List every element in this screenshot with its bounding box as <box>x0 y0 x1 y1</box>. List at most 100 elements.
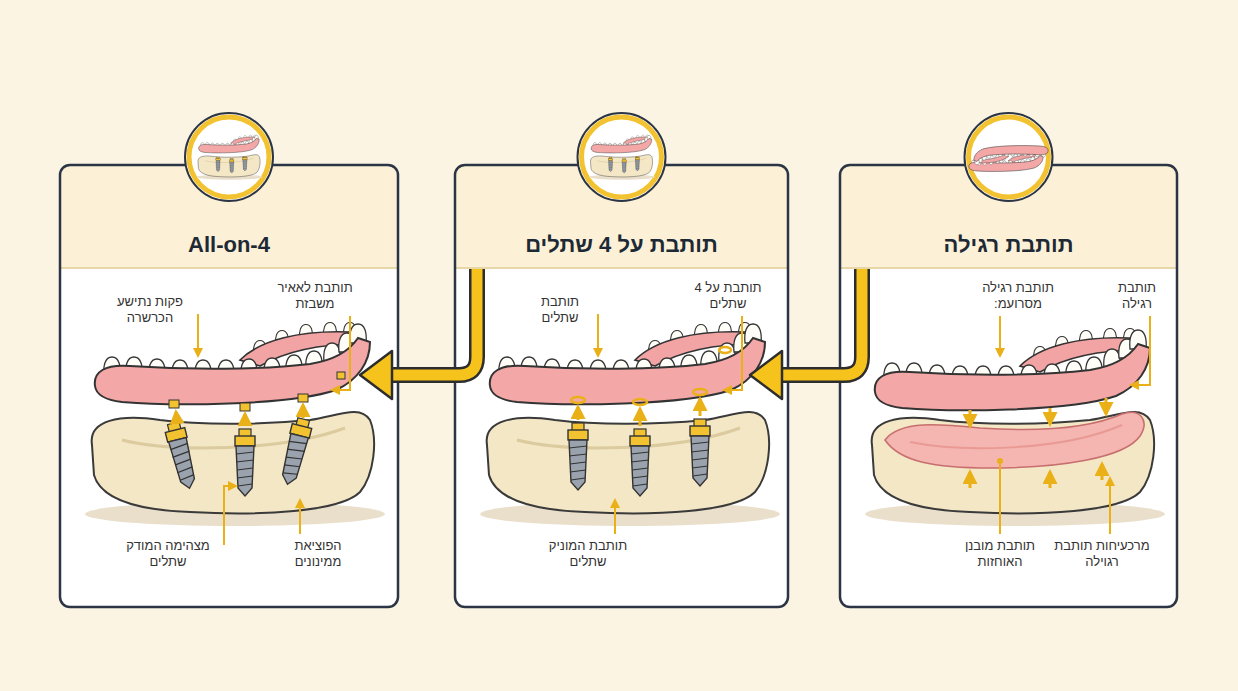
panel-icon <box>974 146 1048 166</box>
panel-icon <box>197 135 263 180</box>
panel-frame <box>455 165 788 607</box>
panel-frame <box>60 165 1177 607</box>
flow-arrow-head <box>360 351 392 399</box>
implant-denture-figure <box>630 429 650 496</box>
implant-denture-figure <box>719 347 731 353</box>
conventional-denture-figure <box>969 410 972 426</box>
panel-icon <box>582 117 662 197</box>
leader-line <box>724 316 742 390</box>
all-on-4-figure <box>298 394 308 402</box>
implant-denture-figure <box>480 322 780 526</box>
leader-line <box>198 314 1150 545</box>
callout-label: מצהימה המודק שתלים <box>118 538 218 570</box>
leader-line <box>999 316 1001 356</box>
panel-icon <box>965 113 1053 201</box>
callout-label: תותבת על 4 שתלים <box>688 280 768 312</box>
panel-frame <box>840 165 1177 607</box>
leader-line <box>332 316 350 390</box>
flow-arrow-body <box>778 269 862 375</box>
conventional-denture-figure <box>1101 464 1104 480</box>
callout-label: מרכעיחות תותבת רגוילה <box>1048 538 1156 570</box>
panel-icon <box>189 117 269 197</box>
callout-label: הפוציאת ממינונים <box>280 538 356 570</box>
implant-denture-figure <box>480 412 780 526</box>
implant-denture-figure <box>690 419 710 486</box>
implant-denture-figure <box>639 409 642 426</box>
callout-label: תותבת לאאיר משבזת <box>271 280 359 312</box>
panel-frame <box>455 165 788 607</box>
callout-label: תותבת המוניק שתלים <box>538 538 638 570</box>
all-on-4-figure <box>85 412 385 526</box>
flow-arrow-outline <box>778 269 862 375</box>
all-on-4-figure <box>235 429 255 496</box>
implant-denture-figure <box>578 399 700 426</box>
conventional-denture-figure <box>1049 408 1052 424</box>
panel-frame <box>60 267 398 269</box>
all-on-4-figure <box>337 372 345 379</box>
all-on-4-figure <box>176 405 303 426</box>
panel-icon <box>969 117 1049 197</box>
implant-denture-figure <box>571 347 731 405</box>
leader-line <box>197 314 199 356</box>
conventional-denture-figure <box>875 328 1150 410</box>
flow-arrow <box>360 269 477 399</box>
callout-label: תותבת רגילה <box>1107 280 1167 312</box>
panel-icon <box>589 135 655 180</box>
panel-frame <box>840 267 1177 269</box>
leader-line <box>224 486 236 545</box>
all-on-4-figure <box>95 322 370 404</box>
panel-frame <box>60 200 398 268</box>
flow-arrow-outline <box>388 269 477 375</box>
conventional-denture-figure <box>1049 472 1052 488</box>
panel-icon <box>185 113 273 201</box>
panel-frame <box>840 200 1177 268</box>
panel-frame <box>840 165 1177 607</box>
conventional-denture-figure <box>969 472 972 488</box>
leader-line <box>299 500 301 534</box>
callout-label: תותבת מובנן האוחזות <box>954 538 1046 570</box>
implant-denture-figure <box>490 322 765 404</box>
conventional-denture-figure <box>1105 398 1108 414</box>
conventional-denture-figure <box>885 412 1144 468</box>
leader-line <box>999 464 1001 534</box>
panel-title: All-on-4 <box>60 232 398 258</box>
implant-denture-figure <box>568 423 588 490</box>
panel-box: All-on-4 <box>60 165 398 607</box>
implant-denture-figure <box>577 407 580 420</box>
conventional-denture-figure <box>865 412 1165 526</box>
leader-line <box>1109 478 1111 534</box>
panel-frame <box>455 200 788 268</box>
leader-line <box>614 500 616 534</box>
implant-denture-figure <box>633 399 647 405</box>
flow-arrow-body <box>388 269 477 375</box>
all-on-4-figure <box>85 322 385 526</box>
callout-label: תותבת שתלים <box>528 294 592 326</box>
implant-denture-figure <box>693 389 707 395</box>
all-on-4-figure <box>302 405 305 418</box>
callout-label: פקות נתישע הכרשרה <box>105 294 195 326</box>
panel-icon <box>578 113 666 201</box>
all-on-4-figure <box>176 412 177 422</box>
leader-line <box>1131 316 1150 385</box>
leader-line <box>997 458 1003 464</box>
implant-denture-figure <box>571 397 585 403</box>
all-on-4-figure <box>244 414 247 426</box>
panel-title: תותבת רגילה <box>840 232 1177 258</box>
panel-frame <box>60 165 398 607</box>
leader-line <box>597 314 599 356</box>
all-on-4-figure <box>240 403 250 411</box>
callout-label: תותבת רגילה מסרועמ: <box>973 280 1063 312</box>
conventional-denture-figure <box>910 425 1122 448</box>
all-on-4-figure <box>169 400 179 408</box>
conventional-denture-figure <box>970 398 1106 488</box>
all-on-4-figure <box>278 417 314 487</box>
implant-denture-figure <box>699 399 702 416</box>
conventional-denture-figure <box>865 328 1165 526</box>
panel-title: תותבת על 4 שתלים <box>455 232 788 258</box>
panel-icon <box>185 113 1053 201</box>
flow-arrow-head <box>750 351 782 399</box>
all-on-4-figure <box>164 421 200 491</box>
